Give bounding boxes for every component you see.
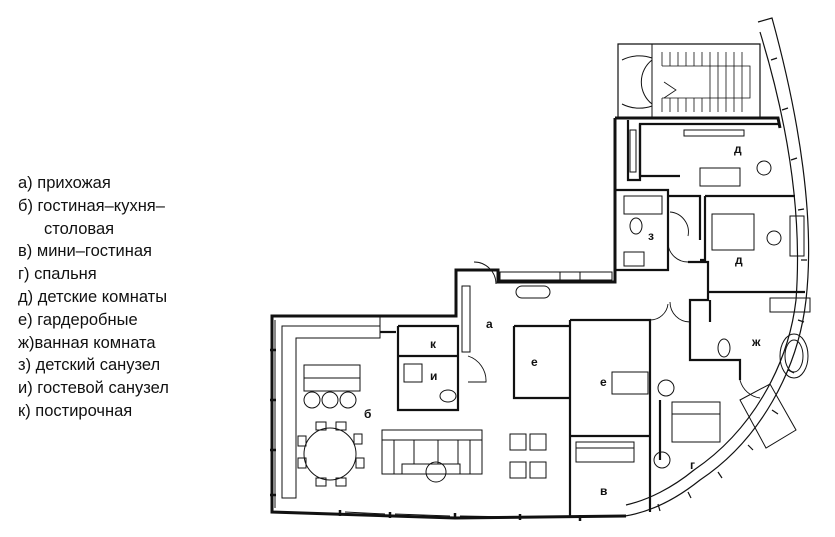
kids-furniture — [683, 129, 805, 257]
bathroom-fixtures — [403, 195, 811, 403]
room-label-z: з — [648, 229, 654, 243]
curved-facade — [624, 17, 810, 517]
doors — [467, 211, 761, 399]
legend-item-e: е) гардеробные — [18, 310, 138, 329]
room-label-b: б — [364, 407, 371, 421]
room-label-d2: д — [735, 253, 743, 267]
legend-item-a: а) прихожая — [18, 174, 111, 192]
room-labels: а б в г д д е е ж з и к — [364, 142, 761, 498]
staircase — [617, 43, 761, 119]
interior-walls — [380, 120, 805, 516]
sofa — [381, 429, 547, 483]
legend-item-z: з) детский санузел — [18, 356, 161, 375]
outer-walls — [270, 116, 782, 520]
room-label-v: в — [600, 484, 607, 498]
entry-bench — [515, 285, 551, 299]
legend-item-k: к) постирочная — [18, 401, 133, 420]
room-label-i: и — [430, 369, 437, 383]
bedroom-furniture — [611, 371, 797, 469]
room-label-e1: е — [531, 355, 538, 369]
corridor-closet — [461, 129, 637, 353]
legend-item-g: г) спальня — [18, 265, 97, 284]
room-label-k: к — [430, 337, 437, 351]
legend-item-d: д) детские комнаты — [18, 287, 168, 306]
legend-item-b: б) гостиная–кухня– — [18, 196, 165, 215]
kitchen-counter — [281, 325, 381, 499]
legend-item-zh: ж)ванная комната — [18, 333, 156, 352]
legend-item-b-continued: столовая — [44, 219, 115, 238]
dining-table — [297, 421, 365, 487]
mini-living-sofa — [575, 441, 635, 463]
room-label-d1: д — [734, 142, 742, 156]
legend-item-i: и) гостевой санузел — [18, 379, 169, 398]
legend-item-v: в) мини–гостиная — [18, 242, 152, 261]
room-label-zh: ж — [751, 335, 761, 349]
room-label-a: а — [486, 317, 493, 331]
legend: а) прихожая б) гостиная–кухня– столовая … — [18, 172, 169, 423]
room-label-e2: е — [600, 375, 607, 389]
room-label-g: г — [690, 458, 695, 472]
windows — [270, 348, 582, 521]
